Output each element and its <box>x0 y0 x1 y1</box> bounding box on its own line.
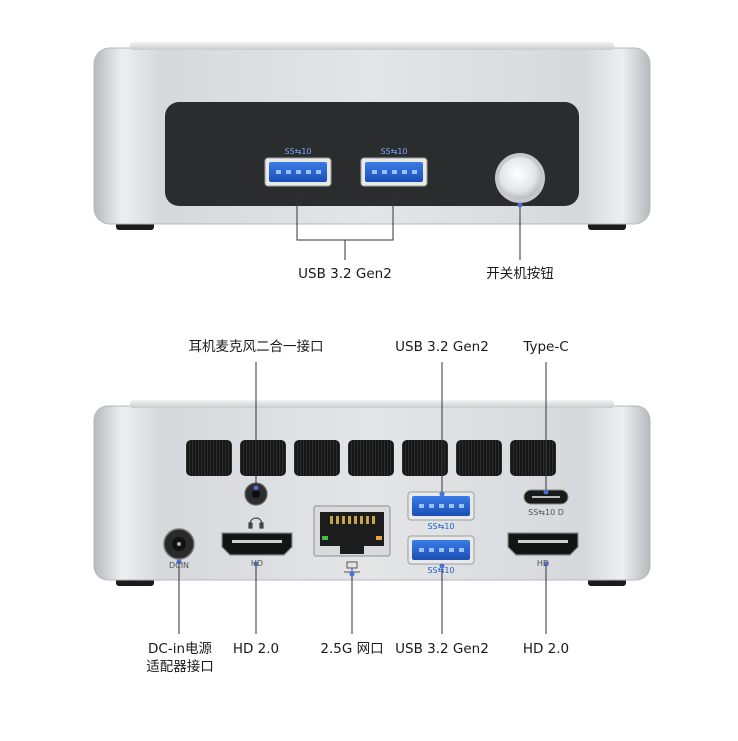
ethernet-port <box>313 505 391 557</box>
rear-top-edge <box>130 400 614 408</box>
hdmi-port-right <box>507 532 579 556</box>
rear-usb-bottom-label: USB 3.2 Gen2 <box>395 641 489 657</box>
rear-device <box>93 400 651 586</box>
front-device <box>93 42 651 230</box>
rear-usb-logo-lower: SS⇆10 <box>427 566 455 575</box>
front-usb-port-1 <box>264 157 332 187</box>
rear-callout-dots <box>176 485 549 577</box>
rear-usb-port-upper <box>407 491 475 521</box>
headset-icon <box>248 517 264 529</box>
rear-usb-logo-upper: SS⇆10 <box>427 522 455 531</box>
typec-label: Type-C <box>523 339 569 355</box>
power-button-callout-dot <box>517 202 523 208</box>
dc-in-jack <box>163 528 195 560</box>
dc-in-label-line2: 适配器接口 <box>146 659 214 675</box>
audio-jack <box>244 482 268 506</box>
dcin-marking: DCIN <box>168 561 190 570</box>
lan-label: 2.5G 网口 <box>320 641 384 657</box>
hdmi-port-left <box>221 532 293 556</box>
power-button-label: 开关机按钮 <box>486 266 554 282</box>
typec-logo: SS⇆10 D <box>528 508 564 517</box>
front-usb-logo-1: SS⇆10 <box>284 147 312 156</box>
hdmi-left-label: HD 2.0 <box>232 641 280 657</box>
rear-usb-top-label: USB 3.2 Gen2 <box>395 339 489 355</box>
dc-in-label-line1: DC-in电源 <box>148 641 212 657</box>
hdmi-right-label: HD 2.0 <box>522 641 570 657</box>
rear-callout-lines <box>178 362 547 634</box>
rear-usb-port-lower <box>407 535 475 565</box>
front-usb-label: USB 3.2 Gen2 <box>298 266 392 282</box>
front-usb-port-2 <box>360 157 428 187</box>
power-button <box>499 157 541 199</box>
front-usb-logo-2: SS⇆10 <box>380 147 408 156</box>
hd-marking-left: HD <box>250 559 264 568</box>
hd-marking-right: HD <box>536 559 550 568</box>
headset-jack-label: 耳机麦克风二合一接口 <box>188 339 324 355</box>
front-callout-lines <box>296 196 521 260</box>
rear-vents <box>186 440 556 476</box>
front-top-edge <box>130 42 614 50</box>
